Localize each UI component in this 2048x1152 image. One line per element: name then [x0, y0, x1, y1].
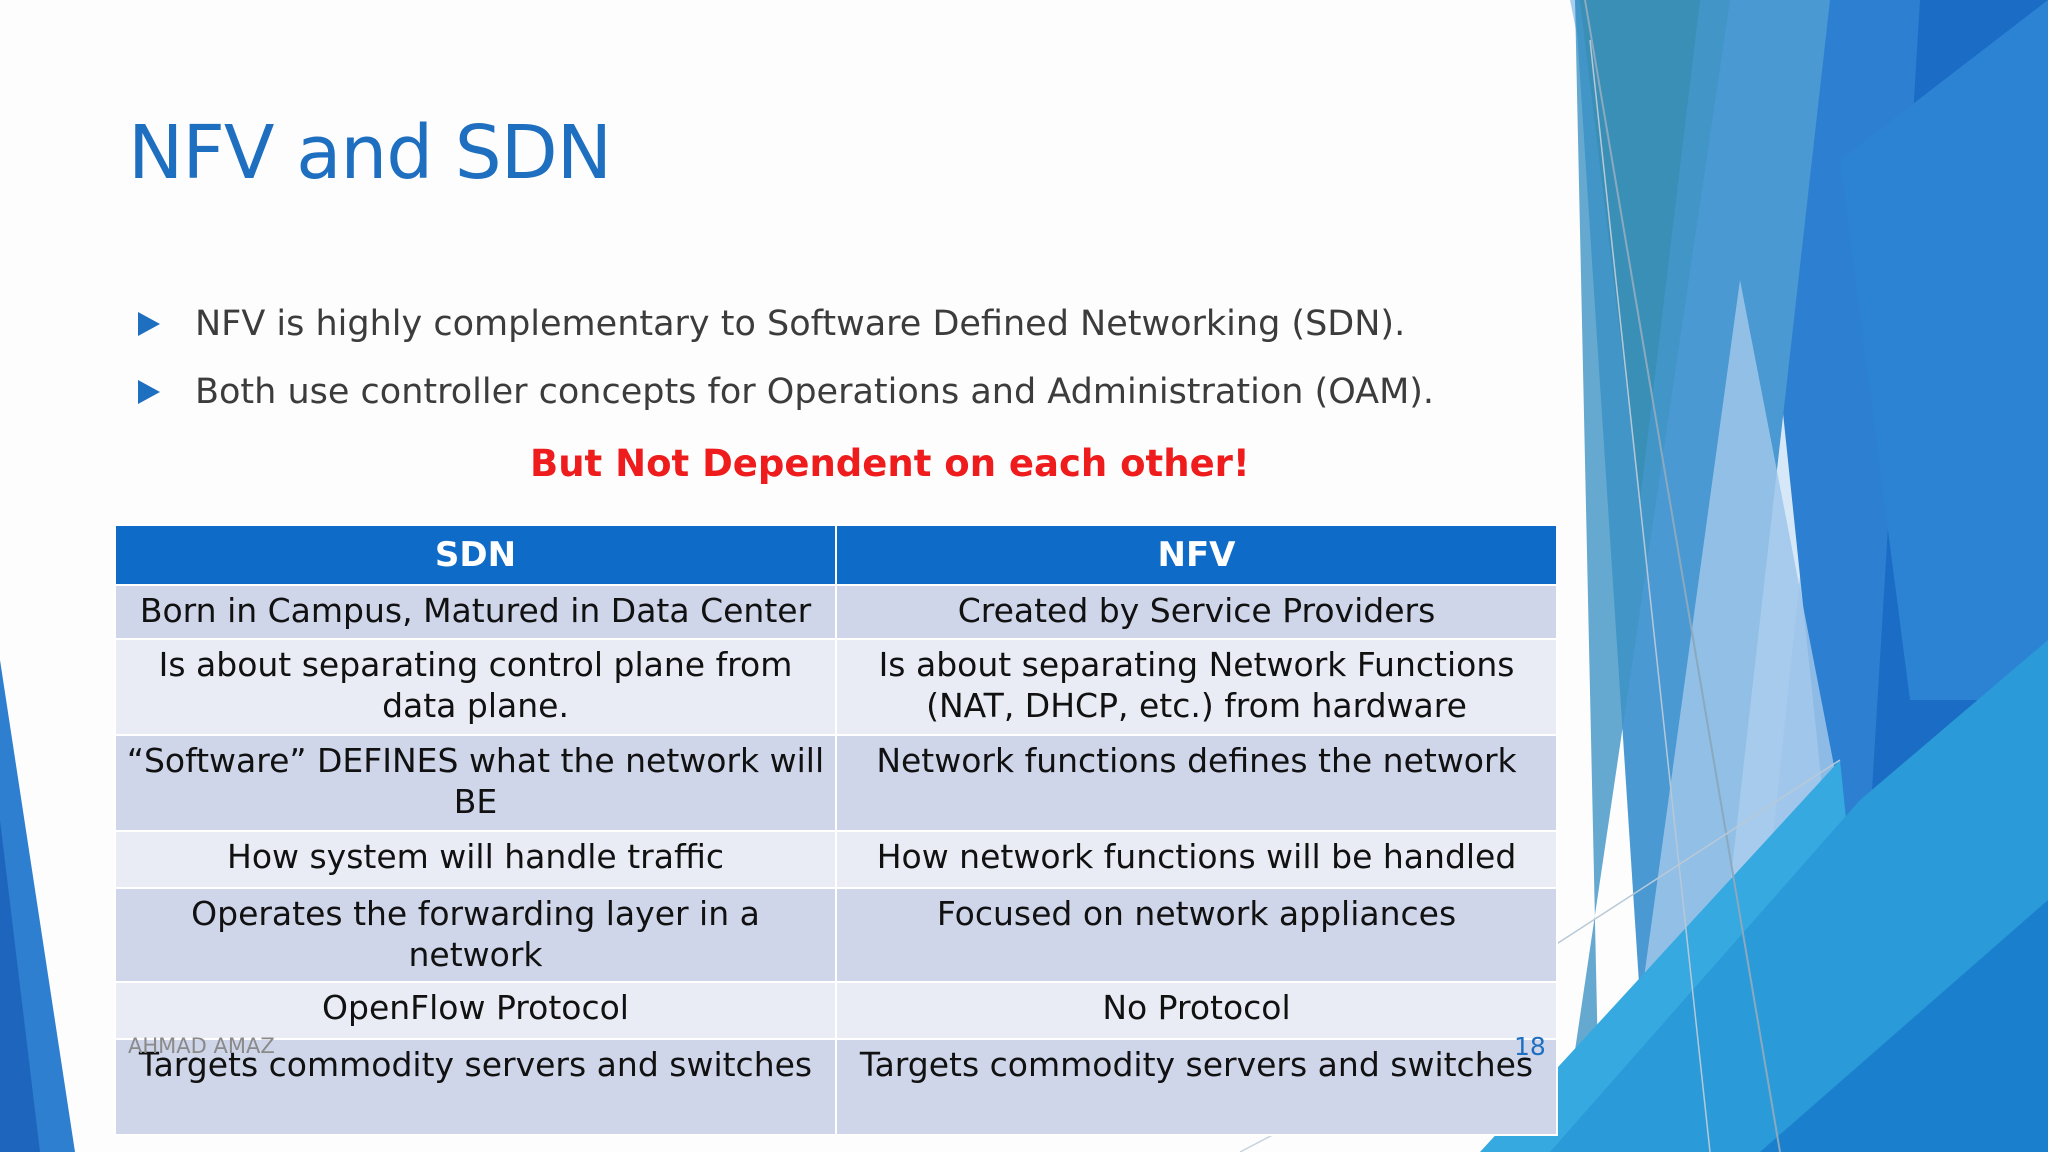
table-cell-sdn: Operates the forwarding layer in a netwo… — [114, 887, 837, 983]
table-header-row: SDN NFV — [114, 524, 1558, 586]
comparison-table: SDN NFV Born in Campus, Matured in Data … — [114, 524, 1558, 1136]
column-header-sdn: SDN — [114, 524, 837, 586]
table-cell-sdn: OpenFlow Protocol — [114, 981, 837, 1040]
bullet-list: NFV is highly complementary to Software … — [132, 290, 1434, 426]
triangle-bullet-icon — [138, 312, 160, 336]
table-cell-nfv: Network functions defines the network — [835, 734, 1558, 832]
table-cell-nfv: Is about separating Network Functions (N… — [835, 638, 1558, 736]
table-cell-nfv: Focused on network appliances — [835, 887, 1558, 983]
table-row: Targets commodity servers and switches T… — [114, 1038, 1558, 1136]
table-row: Operates the forwarding layer in a netwo… — [114, 887, 1558, 983]
table-row: How system will handle traffic How netwo… — [114, 830, 1558, 889]
table-cell-nfv: Created by Service Providers — [835, 584, 1558, 640]
table-row: Is about separating control plane from d… — [114, 638, 1558, 736]
bullet-text: Both use controller concepts for Operati… — [195, 372, 1435, 412]
table-cell-nfv: How network functions will be handled — [835, 830, 1558, 889]
table-cell-sdn: Targets commodity servers and switches — [114, 1038, 837, 1136]
highlight-note: But Not Dependent on each other! — [530, 442, 1250, 485]
bullet-text: NFV is highly complementary to Software … — [195, 304, 1406, 344]
table-cell-sdn: Is about separating control plane from d… — [114, 638, 837, 736]
table-cell-nfv: Targets commodity servers and switches — [835, 1038, 1558, 1136]
table-cell-nfv: No Protocol — [835, 981, 1558, 1040]
table-row: Born in Campus, Matured in Data Center C… — [114, 584, 1558, 640]
slide-title: NFV and SDN — [128, 110, 612, 196]
bullet-item: NFV is highly complementary to Software … — [132, 290, 1434, 358]
bullet-item: Both use controller concepts for Operati… — [132, 358, 1434, 426]
table-cell-sdn: How system will handle traffic — [114, 830, 837, 889]
triangle-bullet-icon — [138, 380, 160, 404]
table-row: OpenFlow Protocol No Protocol — [114, 981, 1558, 1040]
column-header-nfv: NFV — [835, 524, 1558, 586]
page-number: 18 — [1514, 1032, 1546, 1061]
table-cell-sdn: “Software” DEFINES what the network will… — [114, 734, 837, 832]
table-cell-sdn: Born in Campus, Matured in Data Center — [114, 584, 837, 640]
footer-author: AHMAD AMAZ — [128, 1034, 275, 1058]
table-row: “Software” DEFINES what the network will… — [114, 734, 1558, 832]
